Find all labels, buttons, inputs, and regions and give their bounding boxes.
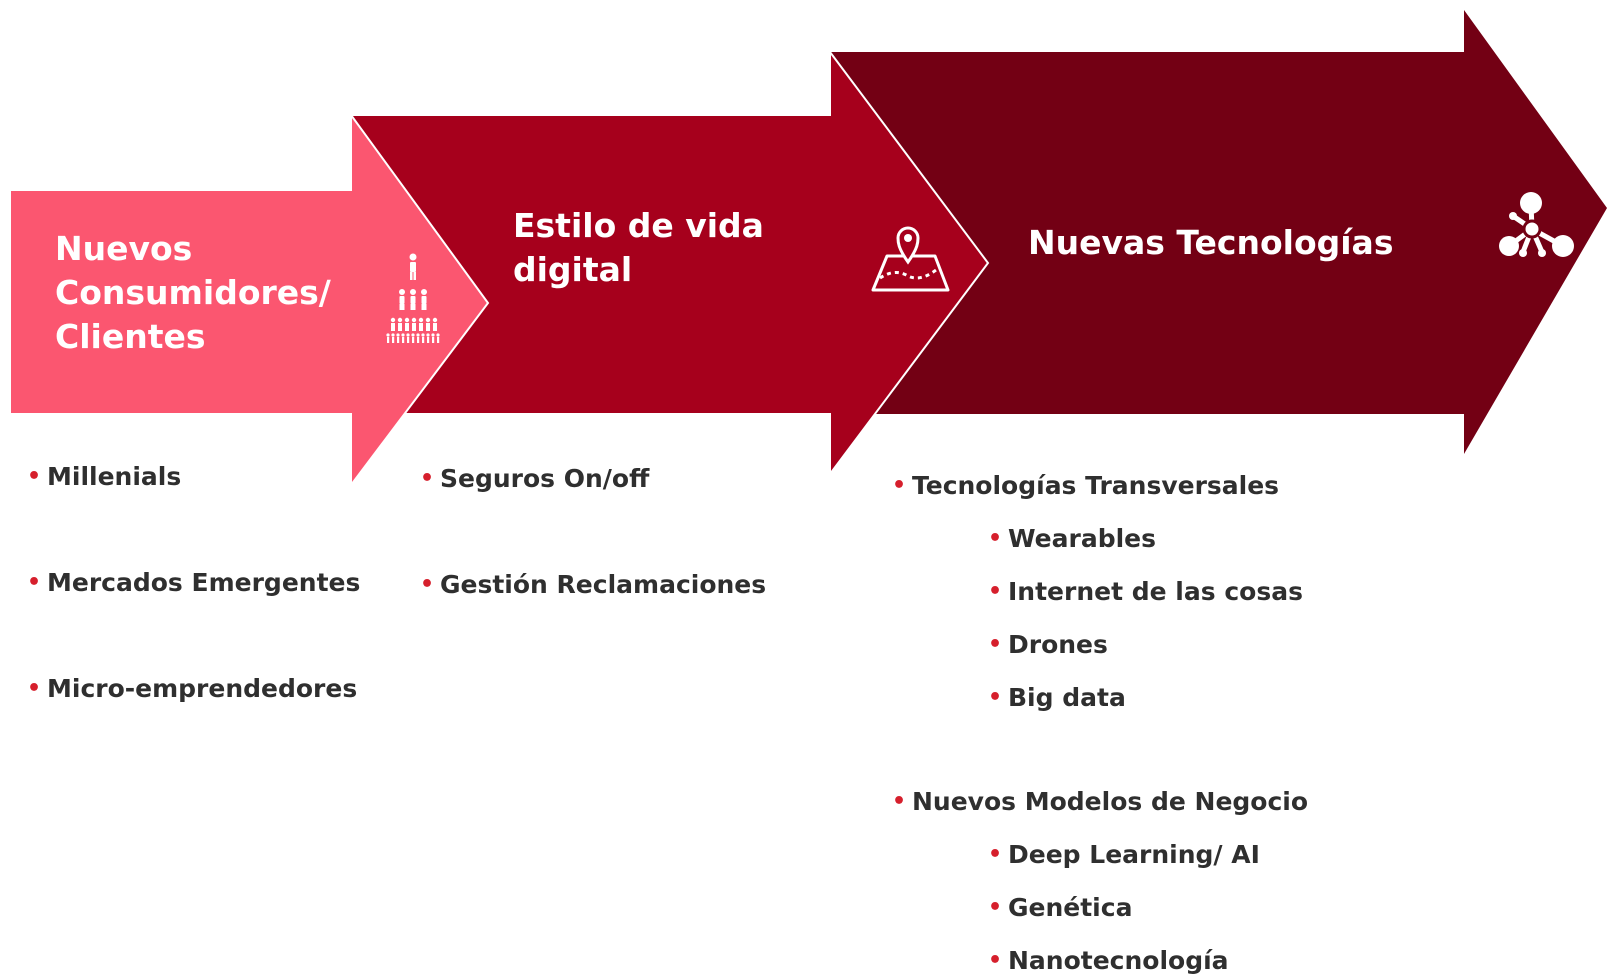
stage-title-nuevos-consumidores: Nuevos Consumidores/ Clientes: [55, 229, 331, 356]
arrow-nuevas-tecnologias: [830, 10, 1607, 454]
bullet-icon: •: [988, 526, 1003, 551]
list-item: • Millenials: [27, 462, 182, 491]
stage-1-list: • Millenials • Mercados Emergentes • Mic…: [27, 462, 361, 704]
bullet-icon: •: [27, 676, 42, 701]
bullet-icon: •: [892, 789, 907, 814]
bullet-icon: •: [420, 572, 435, 597]
bullet-icon: •: [27, 464, 42, 489]
arrow-estilo-vida-digital: [350, 48, 990, 478]
list-subitem: • Nanotecnología: [988, 946, 1229, 975]
arrow-nuevos-consumidores: [9, 111, 490, 488]
bullet-icon: •: [988, 579, 1003, 604]
stage-3-list: • Tecnologías Transversales • Wearables …: [892, 471, 1309, 976]
stage-2-list: • Seguros On/off • Gestión Reclamaciones: [420, 464, 767, 600]
bullet-icon: •: [988, 895, 1003, 920]
list-subitem: • Genética: [988, 893, 1133, 922]
bullet-icon: •: [892, 473, 907, 498]
people-pyramid-icon: [386, 253, 440, 343]
bullet-icon: •: [988, 948, 1003, 973]
map-pin-icon: [871, 226, 950, 292]
list-subitem: • Drones: [988, 630, 1108, 659]
list-subitem: • Big data: [988, 683, 1126, 712]
network-hub-icon: [1499, 192, 1574, 257]
bullet-icon: •: [27, 570, 42, 595]
list-item: • Mercados Emergentes: [27, 568, 361, 597]
bullet-icon: •: [988, 842, 1003, 867]
list-subitem: • Internet de las cosas: [988, 577, 1303, 606]
bullet-icon: •: [988, 685, 1003, 710]
group-heading: • Nuevos Modelos de Negocio: [892, 787, 1309, 816]
stage-title-nuevas-tecnologias: Nuevas Tecnologías: [1028, 223, 1394, 262]
list-item: • Seguros On/off: [420, 464, 650, 493]
bullet-icon: •: [420, 466, 435, 491]
list-subitem: • Deep Learning/ AI: [988, 840, 1260, 869]
group-heading: • Tecnologías Transversales: [892, 471, 1280, 500]
stage-title-estilo-vida-digital: Estilo de vida digital: [513, 206, 764, 289]
bullet-icon: •: [988, 632, 1003, 657]
list-subitem: • Wearables: [988, 524, 1157, 553]
list-item: • Micro-emprendedores: [27, 674, 358, 703]
list-item: • Gestión Reclamaciones: [420, 570, 767, 599]
